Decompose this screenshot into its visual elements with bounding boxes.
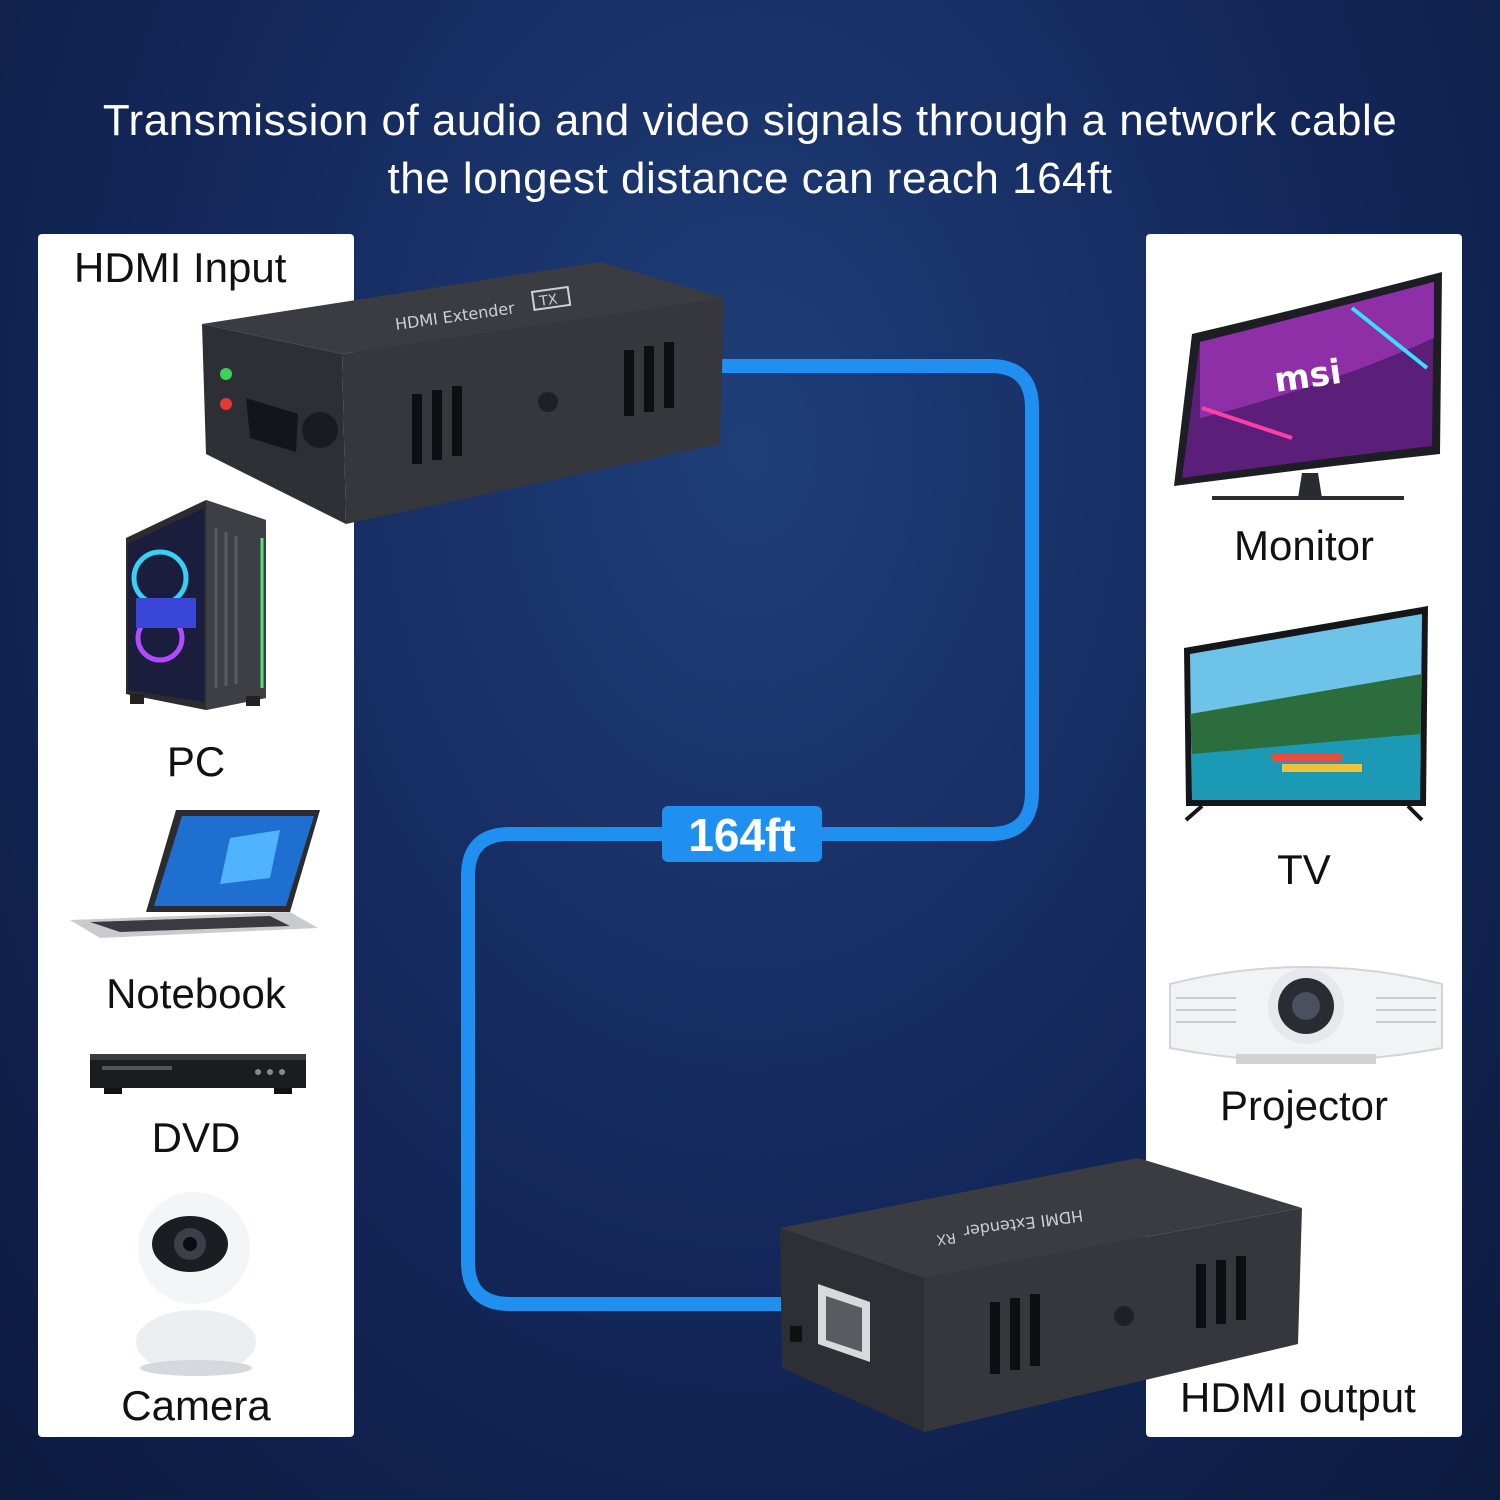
tx-hdmi-port-icon (246, 398, 298, 452)
device-label-camera: Camera (121, 1382, 271, 1429)
tx-screw-icon (538, 392, 558, 412)
security-camera-icon (136, 1192, 256, 1376)
device-label-monitor: Monitor (1233, 522, 1375, 569)
pc-tower-icon (126, 500, 266, 710)
hdmi-input-heading: HDMI Input (74, 244, 287, 291)
device-label-notebook: Notebook (106, 970, 286, 1017)
curved-monitor-icon: msi (1174, 272, 1442, 500)
projector-icon (1169, 966, 1443, 1064)
msi-logo: msi (1272, 352, 1344, 401)
hdmi-extender-receiver: HDMI Extender RX (780, 1158, 1302, 1432)
hdmi-input-panel: HDMI Input PC Notebook DVD (38, 234, 354, 1437)
dvd-player-icon (90, 1054, 306, 1094)
headline: Transmission of audio and video signals … (0, 92, 1500, 208)
device-label-projector: Projector (1219, 1082, 1389, 1129)
headline-line-1: Transmission of audio and video signals … (102, 96, 1398, 145)
rx-tag: RX (935, 1229, 957, 1248)
tx-power-led-icon (220, 398, 232, 410)
tx-status-led-icon (220, 368, 232, 380)
tv-icon (1184, 606, 1428, 822)
rx-screw-icon (1114, 1306, 1134, 1326)
device-label-tv: TV (1277, 846, 1331, 893)
tx-tag: TX (537, 292, 559, 311)
tx-dc-port-icon (302, 412, 338, 448)
device-label-pc: PC (166, 738, 226, 785)
headline-line-2: the longest distance can reach 164ft (387, 154, 1113, 203)
hdmi-output-heading: HDMI output (1180, 1374, 1416, 1421)
distance-badge: 164ft (662, 806, 822, 862)
laptop-icon (70, 810, 320, 938)
device-label-dvd: DVD (151, 1114, 241, 1161)
hdmi-extender-transmitter: HDMI Extender TX (202, 262, 724, 524)
